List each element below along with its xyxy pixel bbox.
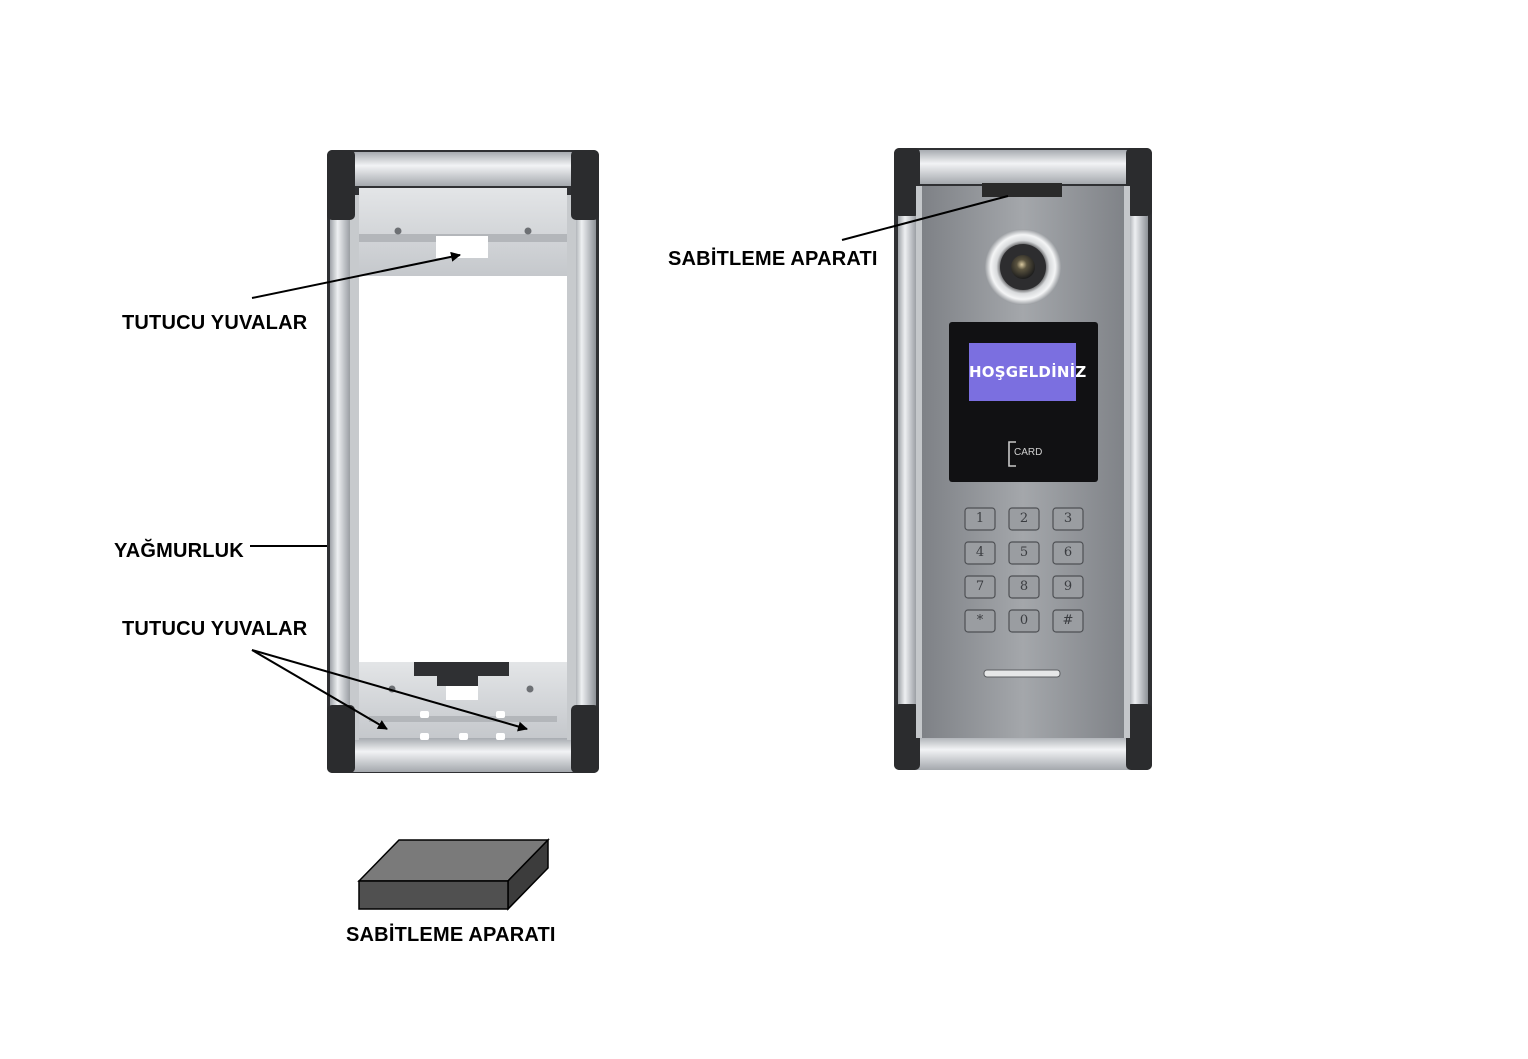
card-reader-label: CARD (1014, 447, 1043, 458)
keypad-key-5[interactable] (1052, 541, 1084, 565)
label-fixing-bracket-bottom: SABİTLEME APARATI (346, 924, 556, 946)
leader-lines (250, 195, 1009, 732)
keypad-key-7[interactable] (1008, 575, 1040, 599)
keypad (964, 507, 1084, 633)
keypad-key-label: 3 (1063, 511, 1073, 526)
label-rain-cover: YAĞMURLUK (114, 540, 244, 562)
bottom-mount-plate (359, 662, 567, 740)
keypad-key-1[interactable] (1008, 507, 1040, 531)
keypad-key-11[interactable] (1052, 609, 1084, 633)
card-reader-icon (1008, 441, 1016, 467)
keypad-key-10[interactable] (1008, 609, 1040, 633)
fixing-bracket-installed (982, 183, 1062, 197)
keypad-key-label: # (1062, 613, 1074, 628)
speaker-grille (983, 669, 1061, 678)
screen-welcome-text: HOŞGELDİNİZ (969, 363, 1087, 381)
label-holder-slots-bottom: TUTUCU YUVALAR (122, 618, 308, 640)
keypad-key-label: 5 (1019, 545, 1029, 560)
keypad-key-label: 1 (975, 511, 985, 526)
keypad-key-label: 0 (1019, 613, 1029, 628)
arrow-top-slot (251, 251, 461, 299)
keypad-key-label: 4 (975, 545, 985, 560)
arrow-bottom-slot-right (251, 649, 528, 732)
keypad-key-6[interactable] (964, 575, 996, 599)
label-fixing-bracket-right: SABİTLEME APARATI (668, 248, 878, 270)
keypad-key-4[interactable] (1008, 541, 1040, 565)
keypad-key-label: * (976, 613, 984, 628)
keypad-key-label: 2 (1019, 511, 1029, 526)
door-station (894, 148, 1152, 770)
top-mount-plate (359, 188, 567, 276)
label-holder-slots-top: TUTUCU YUVALAR (122, 312, 308, 334)
keypad-key-9[interactable] (964, 609, 996, 633)
arrow-bottom-slot-left (251, 649, 388, 730)
keypad-key-3[interactable] (964, 541, 996, 565)
keypad-key-label: 9 (1063, 579, 1073, 594)
keypad-key-label: 6 (1063, 545, 1073, 560)
camera (985, 229, 1061, 305)
line-fixing-bracket (841, 195, 1009, 241)
keypad-key-label: 7 (975, 579, 985, 594)
fixing-bracket (357, 838, 550, 911)
keypad-key-0[interactable] (964, 507, 996, 531)
rain-cover (327, 150, 599, 773)
keypad-key-2[interactable] (1052, 507, 1084, 531)
keypad-key-label: 8 (1019, 579, 1029, 594)
keypad-key-8[interactable] (1052, 575, 1084, 599)
display-screen (969, 343, 1076, 401)
